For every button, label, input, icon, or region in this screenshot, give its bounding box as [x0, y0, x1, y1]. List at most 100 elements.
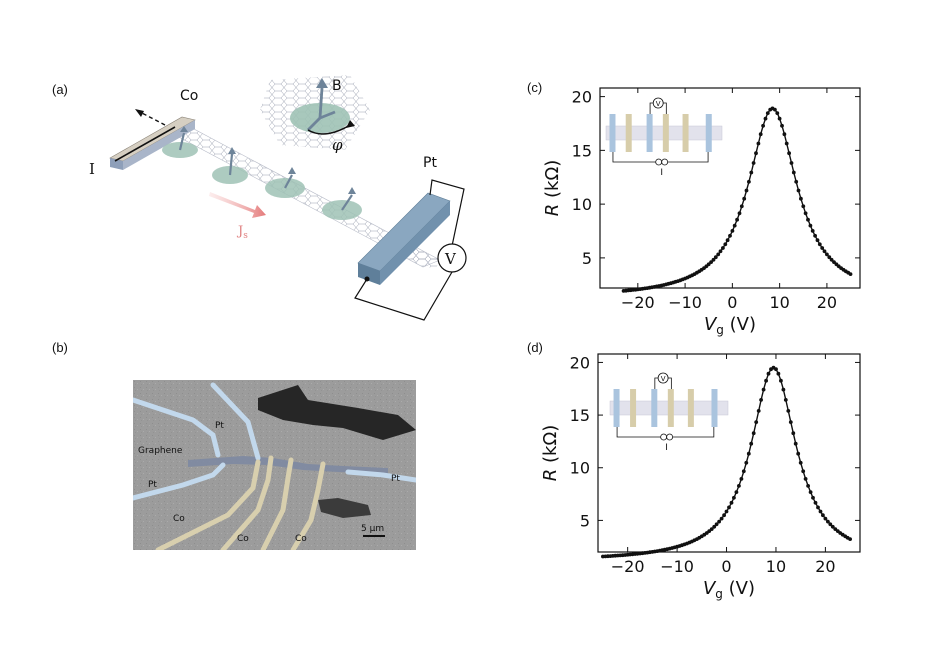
data-point-d — [751, 431, 756, 436]
data-point-d — [793, 441, 798, 446]
xtick-label-c: −20 — [621, 293, 655, 312]
inset-voltmeter-icon — [657, 372, 669, 384]
data-point-c — [829, 257, 834, 262]
data-point-d — [786, 409, 791, 413]
data-point-d — [724, 509, 729, 514]
panel-d-label: (d) — [527, 340, 543, 355]
data-point-c — [709, 260, 713, 264]
inset-contact-d — [651, 389, 658, 427]
data-point-d — [719, 516, 724, 521]
data-point-d — [722, 513, 726, 518]
spin-current-arrow — [209, 192, 266, 218]
data-point-d — [739, 477, 744, 481]
inset-voltmeter-icon — [652, 97, 664, 109]
data-point-d — [830, 524, 835, 529]
data-point-d — [826, 519, 830, 524]
data-point-c — [799, 196, 803, 201]
data-point-c — [848, 272, 853, 276]
data-point-c — [827, 255, 832, 260]
data-point-c — [716, 252, 721, 257]
data-point-c — [787, 151, 791, 156]
data-point-c — [808, 223, 813, 228]
ytick-label-d: 5 — [580, 511, 590, 530]
data-point-c — [723, 242, 728, 247]
data-point-d — [737, 484, 741, 488]
data-point-c — [737, 211, 742, 216]
label-co-3: Co — [295, 534, 307, 544]
pt-label: Pt — [423, 155, 437, 171]
plot-frame-d — [597, 353, 861, 553]
data-point-d — [821, 513, 825, 518]
label-graphene: Graphene — [138, 446, 183, 456]
ytick-label-d: 20 — [570, 353, 590, 372]
data-point-d — [766, 371, 771, 376]
xtick-label-c: −10 — [668, 293, 702, 312]
data-point-c — [751, 161, 756, 165]
data-point-c — [713, 255, 718, 260]
data-point-c — [706, 262, 711, 267]
label-scale: 5 μm — [361, 524, 384, 534]
data-point-d — [744, 460, 749, 465]
inset-contact-d — [687, 389, 694, 427]
data-point-d — [828, 522, 833, 527]
data-point-d — [729, 500, 734, 505]
data-point-d — [783, 398, 788, 402]
data-point-c — [721, 246, 725, 250]
current-label: I — [89, 160, 95, 178]
magnetization-arrow — [139, 111, 166, 126]
data-point-d — [761, 387, 766, 392]
inset-contact-d — [630, 389, 637, 427]
data-point-c — [806, 217, 810, 222]
panel-c-label: (c) — [527, 80, 543, 95]
inset-i-label: I — [665, 443, 668, 453]
data-point-d — [759, 398, 763, 402]
ytick-label-c: 20 — [572, 88, 592, 107]
data-point-c — [761, 123, 765, 128]
circuit-inset-d: VI — [609, 372, 729, 453]
data-point-c — [810, 229, 815, 233]
data-point-c — [742, 196, 747, 201]
xtick-label-d: 10 — [766, 557, 786, 576]
data-point-d — [848, 537, 852, 541]
data-point-d — [746, 451, 751, 456]
voltmeter-wire — [429, 179, 465, 247]
b-label: B — [332, 78, 342, 94]
data-point-c — [789, 161, 794, 165]
data-point-c — [815, 238, 820, 243]
data-point-c — [782, 132, 787, 137]
inset-contact-c — [662, 114, 669, 152]
data-point-d — [732, 495, 736, 500]
ylabel-c: R (kΩ) — [542, 160, 563, 216]
ylabel-d: R (kΩ) — [540, 425, 561, 481]
data-point-c — [832, 260, 836, 264]
data-point-c — [763, 116, 768, 121]
data-point-c — [725, 238, 730, 243]
ytick-label-d: 10 — [570, 459, 590, 478]
inset-contact-d — [667, 389, 674, 427]
data-point-c — [756, 141, 761, 146]
data-point-d — [781, 387, 786, 392]
label-pt-left: Pt — [148, 480, 157, 490]
inset-contact-c — [609, 114, 616, 152]
data-point-c — [817, 242, 822, 247]
data-point-c — [730, 229, 735, 233]
data-point-c — [822, 249, 827, 254]
data-point-d — [727, 505, 731, 510]
data-point-c — [744, 188, 749, 193]
data-point-c — [765, 111, 770, 115]
xtick-label-d: −20 — [611, 557, 645, 576]
phi-label: φ — [332, 136, 343, 154]
data-point-d — [808, 490, 813, 494]
label-co-1: Co — [173, 514, 185, 524]
data-point-d — [779, 378, 783, 383]
xtick-label-d: 0 — [721, 557, 731, 576]
data-point-c — [754, 151, 758, 156]
ytick-label-c: 10 — [572, 195, 592, 214]
inset-contact-d — [613, 389, 620, 427]
circuit-inset-c: VI — [605, 97, 723, 178]
voltmeter-icon — [437, 243, 467, 273]
data-point-c — [747, 179, 751, 184]
voltmeter-label: V — [444, 250, 457, 268]
data-point-c — [777, 116, 782, 121]
